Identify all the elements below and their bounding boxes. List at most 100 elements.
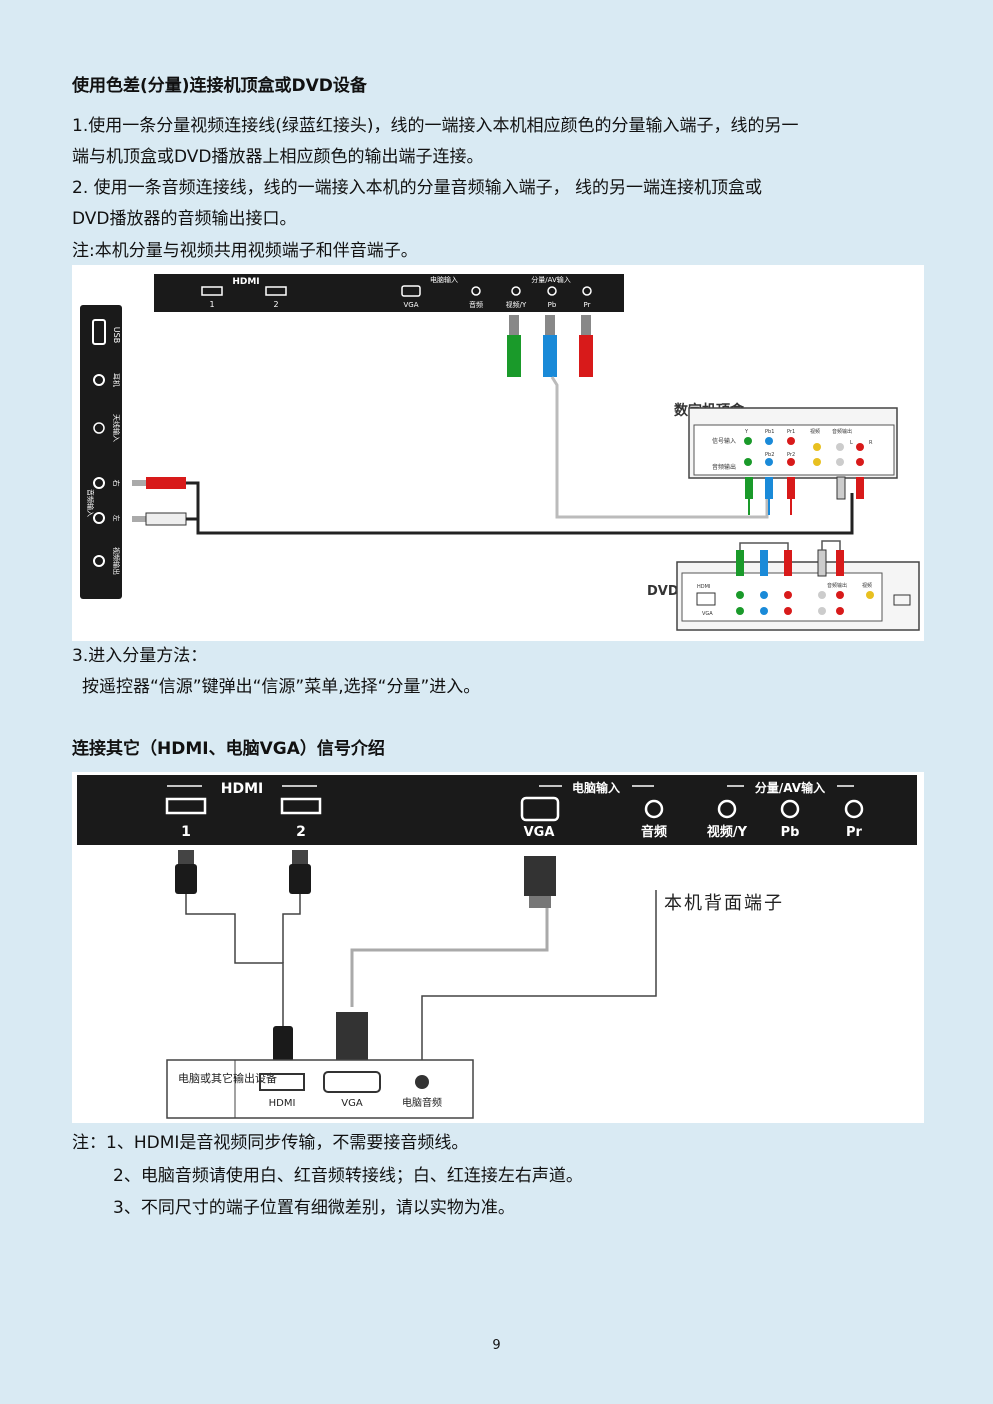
- step1-line1: 1.使用一条分量视频连接线(绿蓝红接头)，线的一端接入本机相应颜色的分量输入端子…: [72, 116, 799, 136]
- step3-detail: 按遥控器“信源”键弹出“信源”菜单,选择“分量”进入。: [82, 677, 481, 697]
- pb-label: Pb: [548, 301, 557, 309]
- earphone-jack-icon: [93, 374, 105, 386]
- side-antenna-label: 天线输入: [112, 414, 121, 442]
- component-connection-diagram: HDMI 1 2 电脑输入 VGA 音频 分量/AV输入 视频/Y Pb Pr …: [72, 265, 924, 641]
- video-y-jack-icon-2: [717, 799, 737, 819]
- stb-audio-output-label: 音频输出: [832, 428, 852, 435]
- stb-audio-out-label: 音频输出: [712, 463, 736, 471]
- comp-av-label-2: 分量/AV输入: [755, 780, 825, 795]
- step2-line2: DVD播放器的音频输出接口。: [72, 209, 297, 229]
- device-pc-audio-label: 电脑音频: [402, 1096, 442, 1109]
- rear-panel-side: [80, 305, 122, 599]
- section-heading-component: 使用色差(分量)连接机顶盒或DVD设备: [72, 76, 367, 96]
- vga-label-2: VGA: [524, 825, 555, 840]
- pr-label-2: Pr: [846, 825, 863, 840]
- video-out-jack-icon: [93, 555, 105, 567]
- device-hdmi-label: HDMI: [269, 1098, 296, 1109]
- vga-cable: [350, 908, 549, 1007]
- component-cable: [550, 376, 769, 519]
- hdmi-port-icon: [265, 286, 287, 296]
- note-3: 3、不同尺寸的端子位置有细微差别，请以实物为准。: [113, 1198, 515, 1218]
- audio-right-jack-icon: [93, 477, 105, 489]
- page-number: 9: [492, 1338, 501, 1353]
- side-usb-label: USB: [112, 327, 121, 343]
- video-y-label-2: 视频/Y: [707, 824, 748, 840]
- stb-signal-in-label: 信号输入: [712, 437, 736, 445]
- pr-jack-icon: [582, 286, 592, 296]
- note-2: 2、电脑音频请使用白、红音频转接线；白、红连接左右声道。: [113, 1166, 583, 1186]
- stb-pb1-label: Pb1: [765, 429, 774, 435]
- usb-port-icon: [92, 319, 106, 345]
- hdmi2-port-icon: [280, 797, 322, 815]
- side-video-out-label: 视频输出: [112, 547, 121, 575]
- dvd-video-label: 视频: [862, 582, 872, 589]
- side-left-label: 左: [112, 515, 121, 522]
- pb-jack-icon-2: [780, 799, 800, 819]
- hdmi-port-icon: [201, 286, 223, 296]
- dvd-button-icon: [893, 594, 911, 606]
- stb-y-label: Y: [744, 429, 749, 435]
- stb-video-label: 视频: [810, 428, 820, 435]
- hdmi-plug-bottom: [273, 1026, 293, 1062]
- hdmi2-label: 2: [273, 300, 278, 309]
- output-device: [166, 1059, 474, 1119]
- device-audio-jack-icon: [415, 1075, 429, 1089]
- step3: 3.进入分量方法：: [72, 646, 208, 666]
- device-label: 电脑或其它输出设备: [178, 1071, 277, 1085]
- component-note: 注:本机分量与视频共用视频端子和伴音端子。: [72, 241, 418, 261]
- dvd-vga-port-icon: [696, 592, 716, 606]
- hdmi1-label-2: 1: [181, 824, 191, 840]
- hdmi-vga-connection-diagram: HDMI 1 2 电脑输入 VGA 音频 分量/AV输入 视频/Y Pb Pr …: [72, 772, 924, 1123]
- audio-label-2: 音频: [641, 824, 667, 840]
- hdmi2-label-2: 2: [296, 824, 306, 840]
- hdmi1-label: 1: [209, 300, 214, 309]
- pr-jack-icon-2: [844, 799, 864, 819]
- hdmi-plugs-top: [175, 850, 311, 894]
- pc-input-label-2: 电脑输入: [572, 780, 620, 795]
- pr-label: Pr: [584, 301, 591, 309]
- component-plugs-top: [507, 315, 593, 377]
- note-1: 注：1、HDMI是音视频同步传输，不需要接音频线。: [72, 1133, 469, 1153]
- audio-plugs-side: [132, 477, 187, 526]
- stb-r-label: R: [869, 440, 873, 446]
- vga-port-icon-2: [520, 796, 560, 822]
- dvd-jacks: [736, 591, 874, 615]
- vga-port-icon: [401, 285, 421, 297]
- section-heading-other: 连接其它（HDMI、电脑VGA）信号介绍: [72, 739, 385, 759]
- audio-cable: [186, 481, 854, 535]
- side-earphone-label: 耳机: [112, 373, 121, 387]
- step2-line1: 2. 使用一条音频连接线，线的一端接入本机的分量音频输入端子， 线的另一端连接机…: [72, 178, 763, 198]
- stb-jacks: [744, 437, 864, 466]
- stb-pr2-label: Pr2: [787, 452, 795, 458]
- audio-left-jack-icon: [93, 512, 105, 524]
- audio-jack-icon: [471, 286, 481, 296]
- hdmi1-port-icon: [165, 797, 207, 815]
- rear-panel-top: [154, 274, 624, 312]
- diagram-2-svg: HDMI 1 2 电脑输入 VGA 音频 分量/AV输入 视频/Y Pb Pr …: [77, 775, 917, 1119]
- dvd-audio-out-label: 音频输出: [827, 582, 847, 589]
- vga-plug-top: [524, 856, 556, 896]
- video-y-jack-icon: [511, 286, 521, 296]
- stb-pr1-label: Pr1: [787, 429, 795, 435]
- dvd-hdmi-label: HDMI: [697, 584, 710, 590]
- vga-plug-bottom: [336, 1012, 368, 1064]
- pc-input-label: 电脑输入: [430, 275, 458, 284]
- side-audio-in-label: 音频输入: [86, 489, 95, 517]
- comp-av-label: 分量/AV输入: [531, 275, 571, 284]
- pb-label-2: Pb: [781, 825, 800, 840]
- audio-label: 音频: [469, 300, 483, 309]
- hdmi-group-label: HDMI: [232, 277, 259, 287]
- rear-terminal-label: 本机背面端子: [664, 893, 784, 914]
- rear-panel-top-large: [77, 775, 917, 845]
- audio-jack-icon-2: [644, 799, 664, 819]
- step1-line2: 端与机顶盒或DVD播放器上相应颜色的输出端子连接。: [72, 147, 484, 167]
- stb-l-label: L: [850, 440, 853, 446]
- video-y-label: 视频/Y: [506, 300, 527, 309]
- diagram-1-svg: HDMI 1 2 电脑输入 VGA 音频 分量/AV输入 视频/Y Pb Pr …: [80, 274, 920, 631]
- device-vga-label: VGA: [341, 1098, 363, 1109]
- device-hdmi-port-icon: [259, 1073, 305, 1091]
- hdmi-group-label-2: HDMI: [221, 781, 263, 797]
- audio-cable-2: [421, 890, 657, 1074]
- pb-jack-icon: [547, 286, 557, 296]
- antenna-jack-icon: [93, 422, 105, 434]
